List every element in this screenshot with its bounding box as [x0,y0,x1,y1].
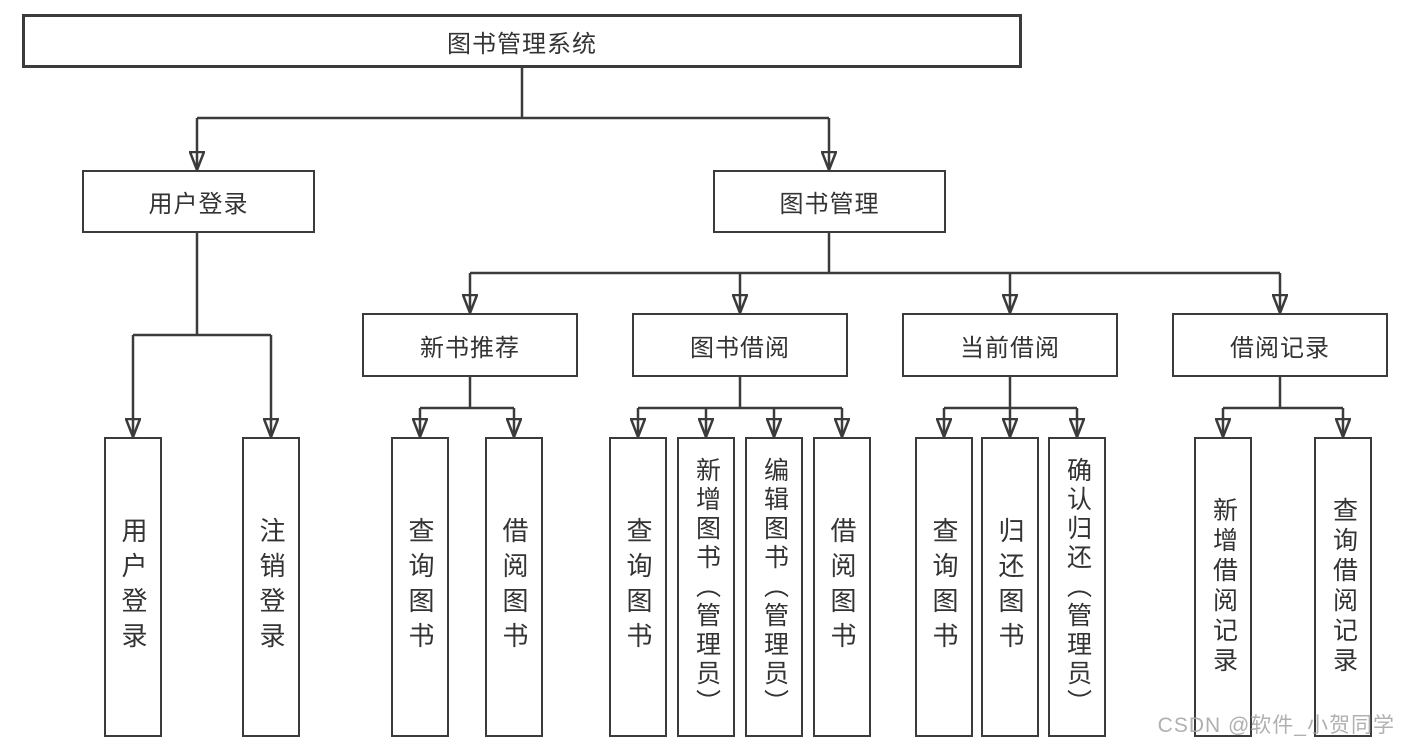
leaf-query-books-2-label: 查询图书 [623,517,653,657]
leaf-logout: 注销登录 [242,437,300,737]
leaf-query-books: 查询图书 [391,437,449,737]
leaf-add-books-admin-label: 新增图书（管理员） [692,456,721,718]
leaf-logout-label: 注销登录 [256,517,286,657]
leaf-edit-books-admin-label: 编辑图书（管理员） [760,456,789,718]
leaf-add-borrow-record: 新增借阅记录 [1194,437,1252,737]
leaf-borrow-books-2: 借阅图书 [813,437,871,737]
connector-root-to-level2 [197,68,829,170]
leaf-add-books-admin: 新增图书（管理员） [677,437,735,737]
leaf-add-borrow-record-label: 新增借阅记录 [1209,497,1238,677]
node-library-system-label: 图书管理系统 [447,30,597,58]
node-book-management: 图书管理 [713,170,946,233]
leaf-query-books-3-label: 查询图书 [929,517,959,657]
connector-book-borrowing-children [638,377,842,437]
node-current-borrowing: 当前借阅 [902,313,1118,377]
csdn-watermark: CSDN @软件_小贺同学 [1157,714,1395,737]
node-book-management-label: 图书管理 [779,191,880,218]
leaf-query-books-3: 查询图书 [915,437,973,737]
leaf-user-login-label: 用户登录 [118,517,148,657]
leaf-query-borrow-record: 查询借阅记录 [1314,437,1372,737]
node-current-borrowing-label: 当前借阅 [960,334,1060,362]
leaf-return-books: 归还图书 [981,437,1039,737]
node-book-borrowing: 图书借阅 [632,313,848,377]
leaf-borrow-books-2-label: 借阅图书 [827,517,857,657]
node-user-login-label: 用户登录 [148,191,249,218]
leaf-query-books-2: 查询图书 [609,437,667,737]
connector-borrow-records-children [1223,377,1343,437]
node-library-system: 图书管理系统 [22,14,1022,68]
leaf-user-login: 用户登录 [104,437,162,737]
node-user-login: 用户登录 [82,170,315,233]
node-new-book-recommendation-label: 新书推荐 [420,334,520,362]
connector-new-book-rec-children [420,377,514,437]
node-book-borrowing-label: 图书借阅 [690,334,790,362]
leaf-edit-books-admin: 编辑图书（管理员） [745,437,803,737]
leaf-return-books-label: 归还图书 [995,517,1025,657]
leaf-query-books-label: 查询图书 [405,517,435,657]
leaf-query-borrow-record-label: 查询借阅记录 [1329,497,1358,677]
leaf-confirm-return-admin: 确认归还（管理员） [1048,437,1106,737]
node-borrowing-records-label: 借阅记录 [1230,334,1330,362]
leaf-confirm-return-admin-label: 确认归还（管理员） [1063,456,1092,718]
leaf-borrow-books-label: 借阅图书 [499,517,529,657]
node-new-book-recommendation: 新书推荐 [362,313,578,377]
connector-book-mgmt-to-level3 [470,233,1280,313]
leaf-borrow-books: 借阅图书 [485,437,543,737]
connector-user-login-children [133,233,271,437]
connector-current-borrowing-children [944,377,1077,437]
node-borrowing-records: 借阅记录 [1172,313,1388,377]
